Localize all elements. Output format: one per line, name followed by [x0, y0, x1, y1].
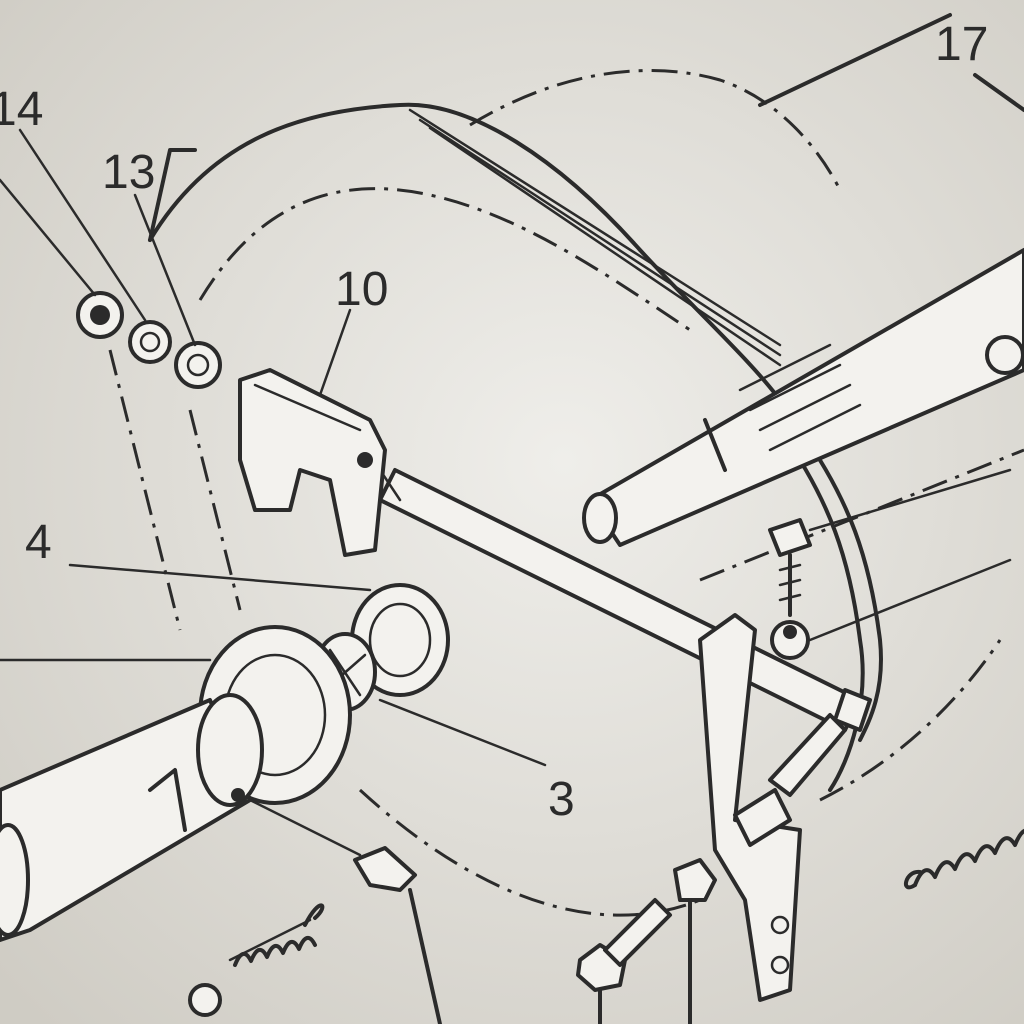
callout-13: 13	[102, 146, 155, 199]
callout-14: 14	[0, 83, 43, 136]
callout-10: 10	[335, 263, 388, 316]
return-springs	[188, 828, 1024, 1017]
washer-stack	[76, 291, 242, 631]
callout-labels: 14 13 10 4 3 17	[0, 18, 988, 826]
callout-17: 17	[935, 18, 988, 71]
splined-shaft	[582, 248, 1024, 547]
callout-3: 3	[548, 773, 575, 826]
clutch-arm	[698, 613, 872, 1002]
callout-4: 4	[25, 516, 52, 569]
cable-guide-lines	[148, 13, 1024, 917]
fork-lever	[238, 368, 387, 557]
leader-lines	[0, 73, 1024, 767]
bolts-and-nuts	[248, 518, 812, 1024]
sleeve-housing	[0, 693, 264, 942]
